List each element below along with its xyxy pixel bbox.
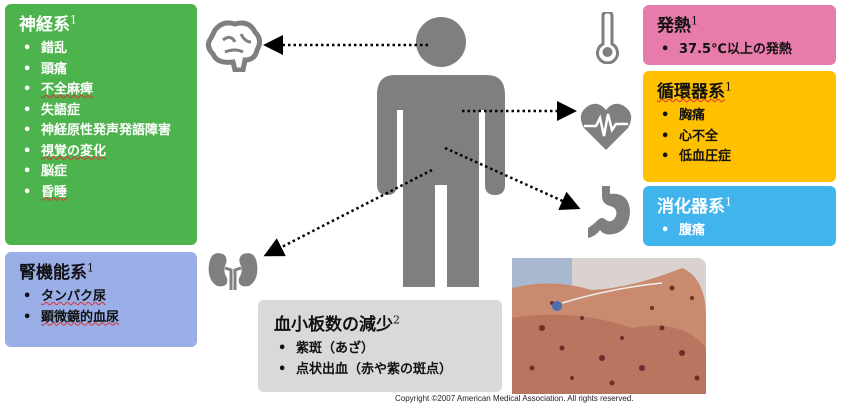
nervous-title: 神経系1 <box>19 10 183 35</box>
nervous-system-box: 神経系1 錯乱 頭痛 不全麻痺 失語症 神経原性発声発語障害 視覚の変化 脳症 … <box>5 4 197 245</box>
cardio-box: 循環器系1 胸痛 心不全 低血圧症 <box>643 71 836 182</box>
heart-icon <box>580 103 632 150</box>
list-item: 紫斑（あざ） <box>278 339 486 360</box>
list-item: 錯乱 <box>23 39 183 60</box>
digestive-box: 消化器系1 腹痛 <box>643 186 836 246</box>
list-item: タンパク尿 <box>23 287 183 308</box>
title-text: 消化器系 <box>657 197 725 217</box>
brain-icon <box>205 20 263 72</box>
ref: 1 <box>725 80 732 94</box>
list-item: 37.5℃以上の発熱 <box>661 40 822 61</box>
ref: 1 <box>87 261 94 275</box>
list-item: 胸痛 <box>661 106 822 127</box>
stomach-icon <box>588 186 630 238</box>
list-item: 昏睡 <box>23 183 183 204</box>
purpura-photo <box>512 258 706 394</box>
title-text: 腎機能系 <box>19 263 87 283</box>
title-text: 発熱 <box>657 16 691 36</box>
copyright-text: Copyright ©2007 American Medical Associa… <box>395 394 634 403</box>
person-icon <box>377 17 505 287</box>
renal-box: 腎機能系1 タンパク尿 顕微鏡的血尿 <box>5 252 197 347</box>
ref: 2 <box>393 313 400 327</box>
kidney-icon <box>208 253 258 290</box>
ref: 1 <box>691 14 698 28</box>
list-item: 心不全 <box>661 127 822 148</box>
list-item: 低血圧症 <box>661 147 822 168</box>
list-item: 失語症 <box>23 101 183 122</box>
title-text: 血小板数の減少 <box>274 315 393 335</box>
arrow-to-kidney <box>263 168 433 257</box>
fever-box: 発熱1 37.5℃以上の発熱 <box>643 5 836 65</box>
thermometer-icon <box>596 12 619 64</box>
list-item: 顕微鏡的血尿 <box>23 308 183 329</box>
list-item: 神経原性発声発語障害 <box>23 121 183 142</box>
ref: 1 <box>725 195 732 209</box>
list-item: 頭痛 <box>23 60 183 81</box>
platelet-box: 血小板数の減少2 紫斑（あざ） 点状出血（赤や紫の斑点） <box>258 300 502 392</box>
list-item: 視覚の変化 <box>23 142 183 163</box>
list-item: 不全麻痺 <box>23 80 183 101</box>
arrow-to-stomach <box>444 146 581 210</box>
title-text: 循環器系 <box>657 82 725 102</box>
list-item: 脳症 <box>23 162 183 183</box>
ref: 1 <box>70 13 77 27</box>
title-text: 神経系 <box>19 15 70 35</box>
list-item: 腹痛 <box>661 221 822 242</box>
list-item: 点状出血（赤や紫の斑点） <box>278 360 486 381</box>
